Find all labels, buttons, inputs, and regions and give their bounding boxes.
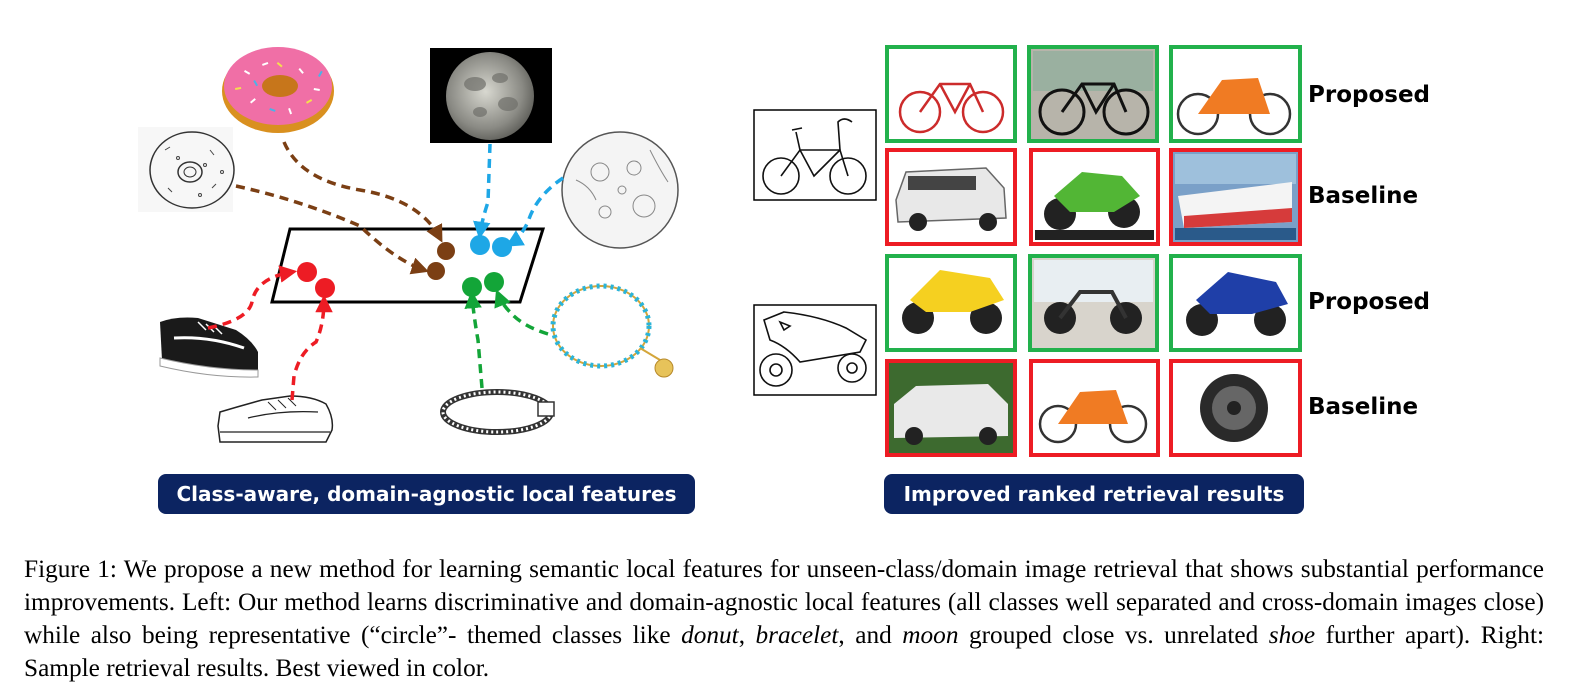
- moon-photo: [430, 48, 552, 143]
- donut-photo: [222, 47, 334, 133]
- result-tile: [885, 45, 1017, 143]
- shoe-sketch: [217, 395, 334, 443]
- caption-text: grouped close vs. unrelated: [958, 621, 1269, 649]
- caption-term: shoe: [1268, 621, 1316, 649]
- caption-term: bracelet: [755, 621, 839, 649]
- moon-photo-arrow: [473, 143, 492, 240]
- result-tile: [1029, 359, 1160, 457]
- caption-text: Figure 1: We propose a new method for le…: [24, 555, 1544, 649]
- donut-sketch: [138, 127, 235, 212]
- result-tile: [1169, 148, 1302, 246]
- left-panel-label: Class-aware, domain-agnostic local featu…: [158, 474, 695, 514]
- donut-point: [437, 242, 455, 260]
- caption-text: ,: [738, 621, 756, 649]
- result-tile: [885, 254, 1017, 352]
- figure-1: [138, 45, 1302, 457]
- figure-caption: Figure 1: We propose a new method for le…: [24, 553, 1544, 685]
- shoe-photo: [159, 317, 259, 378]
- retrieval-results-grid: [885, 45, 1302, 457]
- bracelet-photo-arrow: [494, 289, 549, 336]
- feature-space-parallelogram: [270, 227, 546, 304]
- moon-sketch-arrow: [505, 176, 564, 247]
- result-tile: [1169, 45, 1302, 143]
- caption-term: donut: [681, 621, 739, 649]
- caption-term: moon: [902, 621, 959, 649]
- feature-points: [297, 235, 512, 298]
- donut-sketch-arrow: [235, 184, 429, 275]
- row-label-baseline: Baseline: [1308, 183, 1419, 209]
- caption-text: , and: [838, 621, 903, 649]
- moon-sketch: [561, 131, 679, 249]
- result-tile: [1169, 254, 1302, 352]
- result-tile: [1027, 45, 1159, 143]
- donut-photo-arrow: [282, 141, 443, 243]
- moon-point: [470, 235, 490, 255]
- donut-point: [427, 262, 445, 280]
- caption-text: further apart). Right: Sample retrieval …: [24, 621, 1545, 682]
- bracelet-sketch: [440, 389, 555, 435]
- row-label-baseline: Baseline: [1308, 394, 1419, 420]
- shoe-photo-arrow: [207, 265, 298, 330]
- shoe-point: [315, 278, 335, 298]
- bracelet-point: [484, 272, 504, 292]
- bracelet-point: [462, 277, 482, 297]
- bracelet-photo: [550, 283, 674, 378]
- right-panel-label: Improved ranked retrieval results: [884, 474, 1304, 514]
- row-label-proposed: Proposed: [1308, 82, 1431, 108]
- query-motorcycle-sketch: [753, 304, 877, 396]
- result-tile: [885, 148, 1017, 246]
- embedding-space: [270, 227, 546, 304]
- shoe-sketch-arrow: [290, 294, 333, 401]
- moon-point: [492, 237, 512, 257]
- row-label-proposed: Proposed: [1308, 289, 1431, 315]
- result-tile: [1169, 359, 1302, 457]
- result-tile: [1029, 148, 1160, 246]
- shoe-point: [297, 262, 317, 282]
- result-tile: [885, 359, 1017, 457]
- result-tile: [1028, 254, 1159, 352]
- bracelet-sketch-arrow: [464, 290, 484, 389]
- query-bicycle-sketch: [753, 109, 877, 201]
